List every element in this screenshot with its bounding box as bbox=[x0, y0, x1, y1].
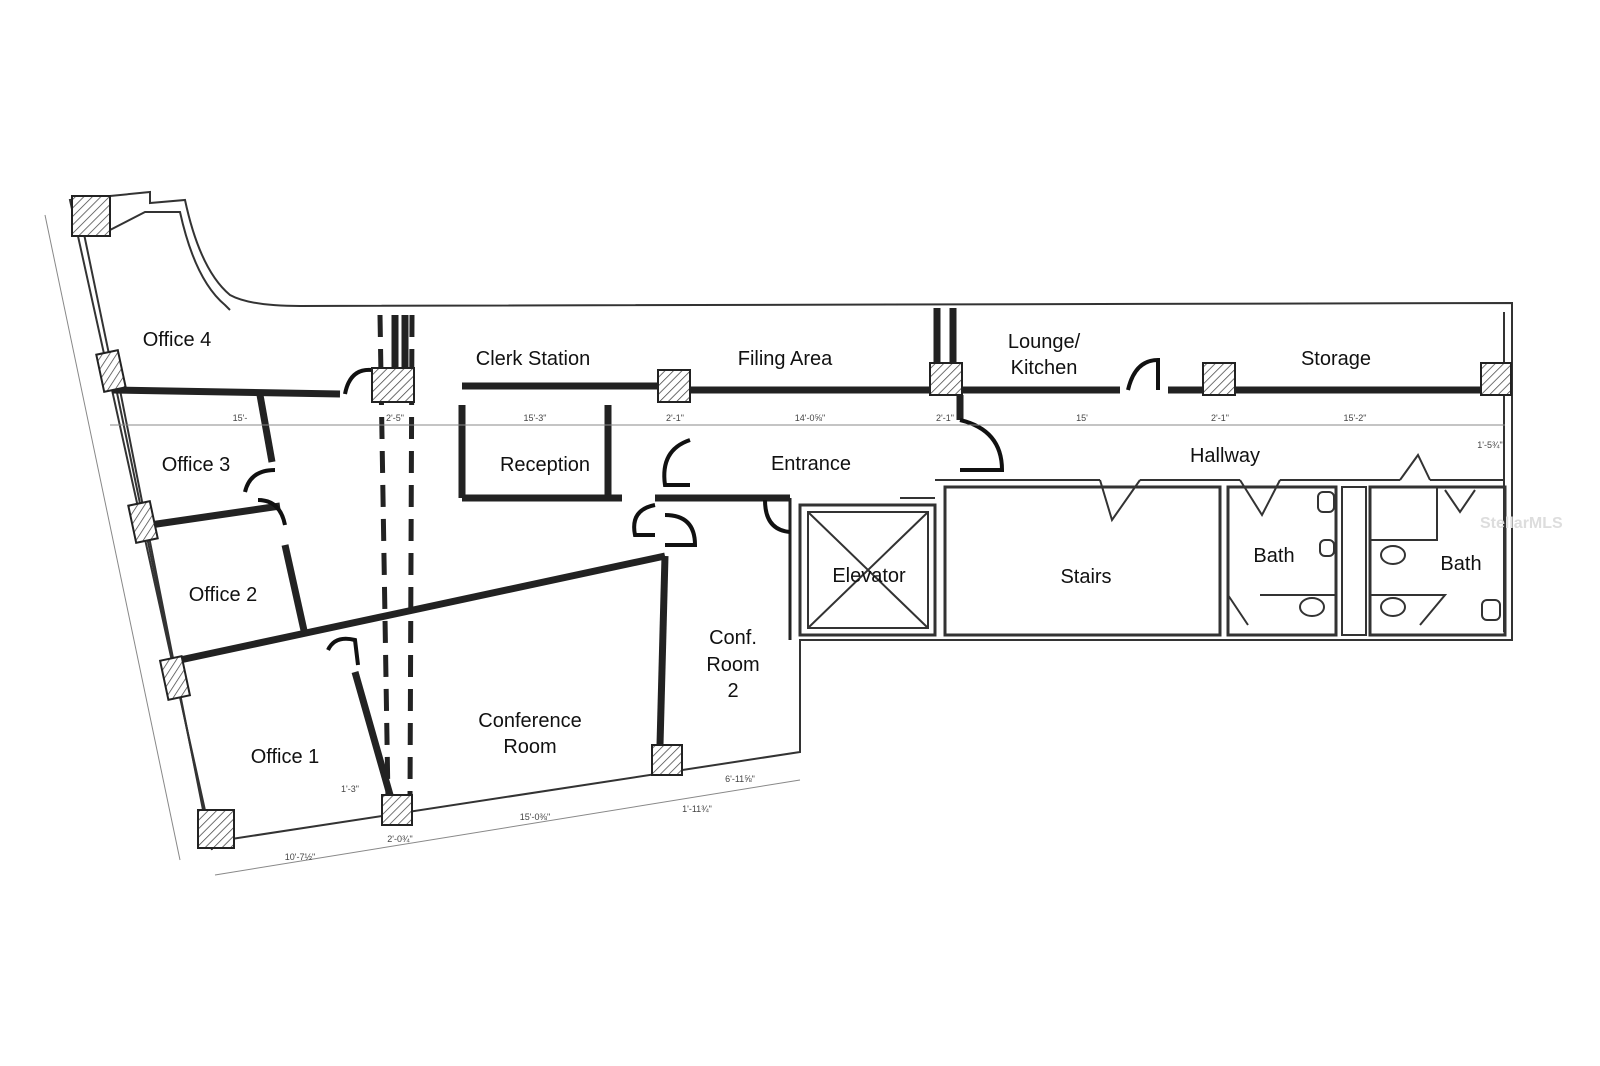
dimension-label: 15'-0⅜" bbox=[520, 812, 550, 822]
dimension-label: 2'-1" bbox=[1211, 413, 1229, 423]
dimension-label: 1'-5¾" bbox=[1477, 440, 1502, 450]
structural-columns bbox=[71, 195, 1512, 849]
room-filing-area: Filing Area bbox=[738, 348, 833, 370]
dimension-label: 2'-1" bbox=[666, 413, 684, 423]
room-office-1: Office 1 bbox=[251, 746, 320, 768]
room-bath-1: Bath bbox=[1253, 545, 1294, 567]
room-lounge-kitchen: Kitchen bbox=[1011, 357, 1078, 379]
dimension-label: 10'-7½" bbox=[285, 852, 315, 862]
room-clerk-station: Clerk Station bbox=[476, 348, 591, 370]
dimension-label: 15' bbox=[1076, 413, 1088, 423]
doors bbox=[243, 357, 1476, 666]
dimension-label: 1'-11¾" bbox=[682, 804, 712, 814]
room-entrance: Entrance bbox=[771, 453, 851, 475]
room-stairs: Stairs bbox=[1060, 566, 1111, 588]
room-conference: Conference bbox=[478, 710, 581, 732]
room-conference: Room bbox=[503, 736, 556, 758]
dimension-label: 1'-3" bbox=[341, 784, 359, 794]
sink-icon bbox=[1317, 491, 1501, 621]
room-conf-2: Conf. bbox=[709, 627, 757, 649]
room-labels: Office 4 Office 3 Office 2 Office 1 Cler… bbox=[143, 329, 1482, 768]
dimension-label: 15'-3" bbox=[524, 413, 547, 423]
dimension-label: 15'- bbox=[233, 413, 248, 423]
dimension-label: 6'-11⅝" bbox=[725, 774, 755, 784]
dimension-label: 2'-0¾" bbox=[387, 834, 412, 844]
room-office-2: Office 2 bbox=[189, 584, 258, 606]
room-elevator: Elevator bbox=[832, 565, 906, 587]
room-bath-2: Bath bbox=[1440, 553, 1481, 575]
dimension-label: 2'-5" bbox=[386, 413, 404, 423]
dimension-label: 15'-2" bbox=[1344, 413, 1367, 423]
room-office-4: Office 4 bbox=[143, 329, 212, 351]
room-reception: Reception bbox=[500, 454, 590, 476]
dimension-lines: 15'- 2'-5" 15'-3" 2'-1" 14'-0⅝" 2'-1" 15… bbox=[44, 214, 1505, 876]
room-lounge-kitchen: Lounge/ bbox=[1008, 331, 1081, 353]
interior-walls bbox=[111, 308, 1505, 801]
dimension-label: 2'-1" bbox=[936, 413, 954, 423]
room-conf-2: Room bbox=[706, 654, 759, 676]
core-rooms bbox=[798, 485, 1507, 637]
watermark: StellarMLS bbox=[1480, 515, 1563, 532]
toilet-icon bbox=[1299, 545, 1406, 617]
room-storage: Storage bbox=[1301, 348, 1371, 370]
room-hallway: Hallway bbox=[1190, 445, 1260, 467]
room-conf-2: 2 bbox=[727, 680, 738, 702]
dimension-label: 14'-0⅝" bbox=[795, 413, 825, 423]
room-office-3: Office 3 bbox=[162, 454, 231, 476]
